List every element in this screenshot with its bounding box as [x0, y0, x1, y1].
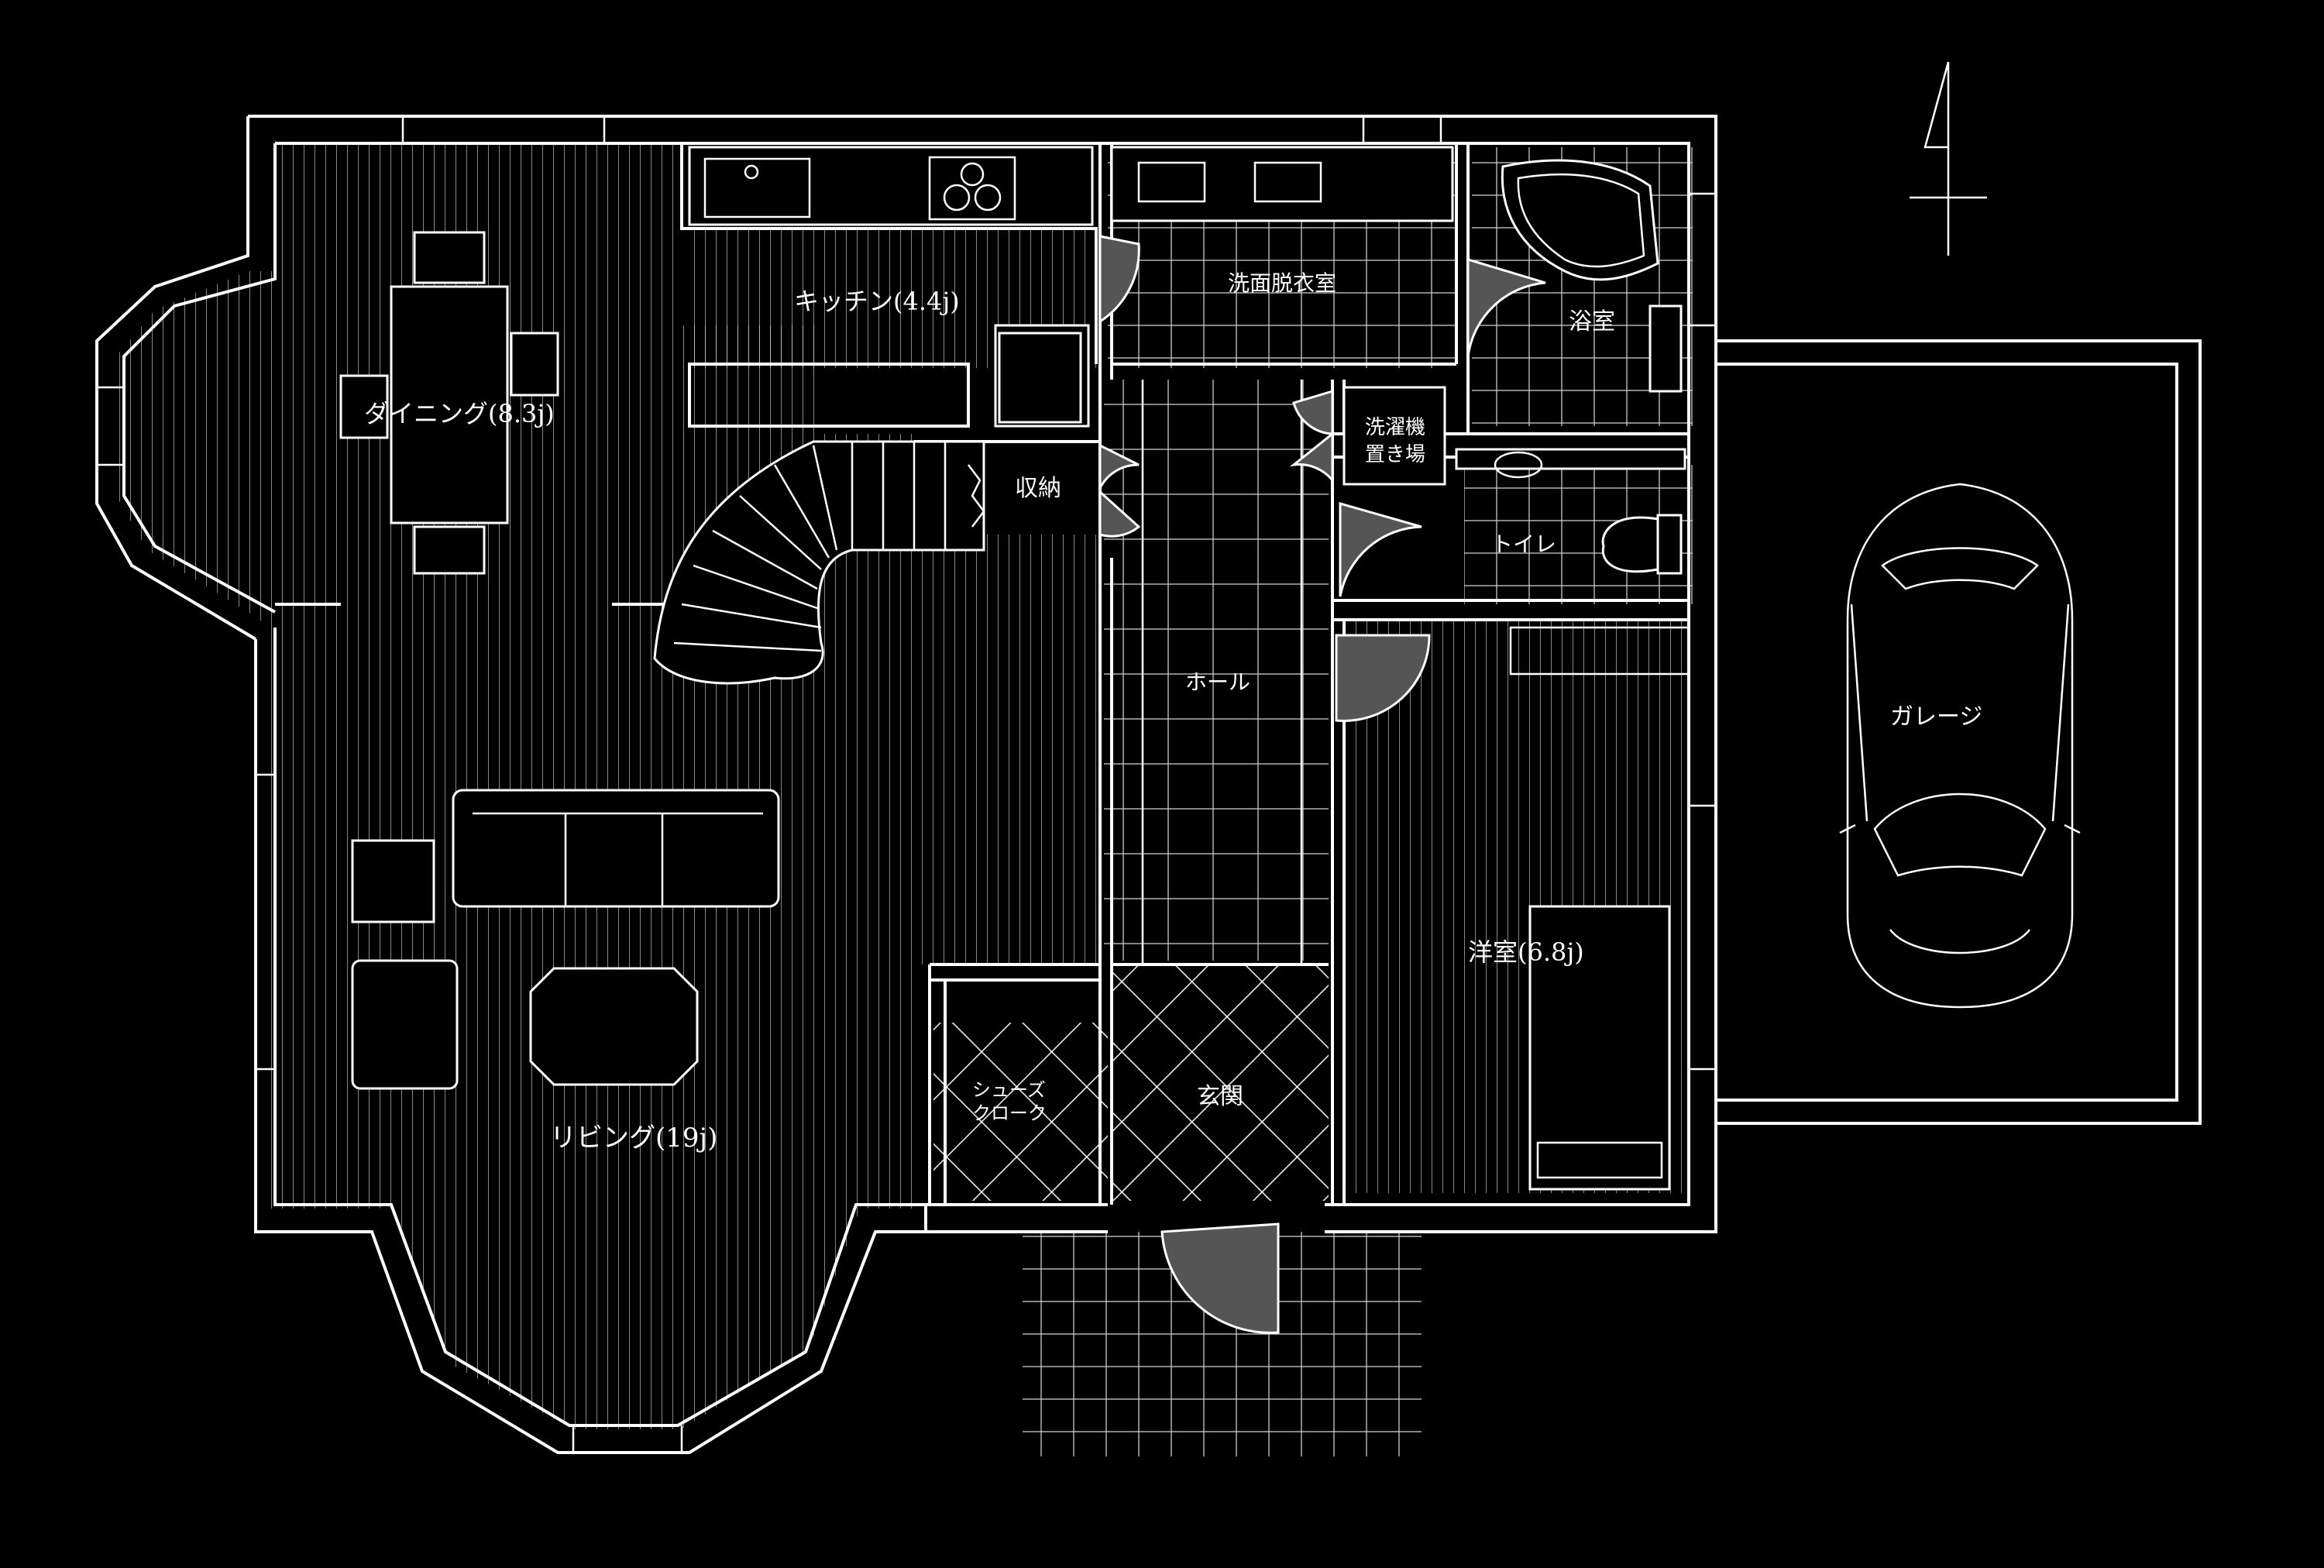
toilet-icon — [1455, 448, 1686, 575]
sink-icon — [1253, 161, 1322, 203]
car-icon — [1839, 483, 2081, 1009]
room-label-western: 洋室(6.8j) — [1468, 937, 1584, 967]
room-label-toilet: トイレ — [1491, 531, 1556, 557]
north-arrow-icon — [1910, 61, 1987, 256]
sink-icon — [1137, 161, 1206, 203]
room-label-shoe-closet-2: クローク — [972, 1102, 1047, 1124]
room-label-living: リビング(19j) — [550, 1123, 717, 1154]
hall-floor — [1104, 380, 1329, 961]
sink-icon — [703, 157, 811, 218]
room-label-dining: ダイニング(8.3j) — [364, 399, 555, 428]
shoe-closet-floor — [933, 1023, 1108, 1201]
kitchen-fixtures — [688, 146, 1094, 428]
room-label-storage: 収納 — [1015, 475, 1061, 502]
room-label-laundry-2: 置き場 — [1365, 443, 1425, 466]
coffee-table — [529, 967, 699, 1086]
room-label-entrance: 玄関 — [1197, 1083, 1243, 1110]
washroom-fixtures — [1110, 146, 1454, 366]
table-icon — [339, 231, 559, 575]
bathtub-icon — [1501, 159, 1683, 393]
bed-icon — [1528, 905, 1671, 1191]
stove-icon — [928, 156, 1016, 221]
staircase — [653, 440, 985, 685]
sofa-icon — [351, 789, 780, 1090]
room-label-garage: ガレージ — [1890, 703, 1982, 731]
room-label-hall: ホール — [1185, 669, 1250, 695]
room-label-shoe-closet-1: シューズ — [972, 1079, 1046, 1101]
laundry-area — [1342, 386, 1446, 486]
room-label-laundry-1: 洗濯機 — [1365, 416, 1425, 439]
room-label-washroom: 洗面脱衣室 — [1228, 270, 1336, 296]
room-label-bath: 浴室 — [1569, 308, 1615, 335]
garage — [1716, 339, 2202, 1125]
doors — [1098, 235, 1546, 1334]
room-label-kitchen: キッチン(4.4j) — [794, 287, 960, 316]
entrance-floor — [1112, 965, 1329, 1201]
